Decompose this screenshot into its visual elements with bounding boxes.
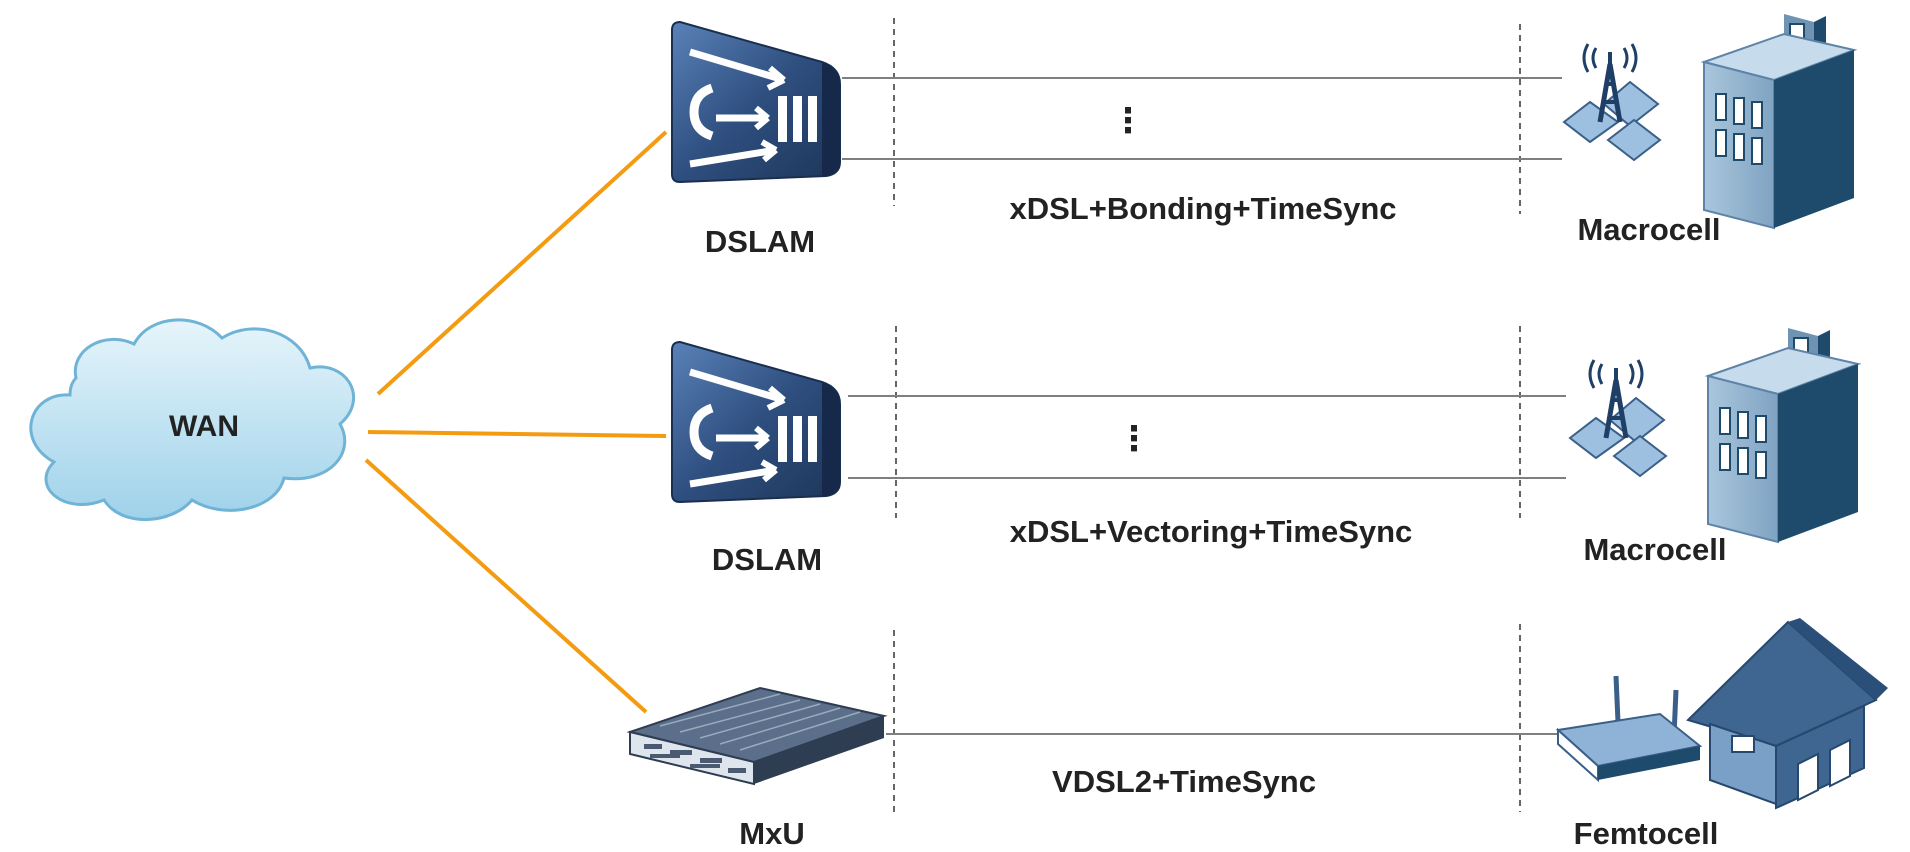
- separator-lines: [893, 18, 1521, 816]
- device-label: MxU: [739, 816, 804, 851]
- link-label: xDSL+Vectoring+TimeSync: [1010, 514, 1413, 549]
- row-3: VDSL2+TimeSync MxU Femtocell: [626, 618, 1888, 851]
- router-icon: [1555, 675, 1703, 783]
- tower-icon: [1570, 360, 1666, 476]
- building-icon: [1703, 13, 1855, 229]
- ellipsis-marker: ⋮: [1117, 420, 1151, 458]
- dslam-icon: [672, 342, 840, 502]
- row-1: ⋮ xDSL+Bonding+TimeSync DSLAM Macrocell: [672, 13, 1855, 259]
- link-label: xDSL+Bonding+TimeSync: [1009, 191, 1396, 226]
- link-label: VDSL2+TimeSync: [1052, 764, 1316, 799]
- wan-link-2: [367, 430, 667, 438]
- device-label: DSLAM: [705, 224, 815, 259]
- device-label: DSLAM: [712, 542, 822, 577]
- endpoint-label: Femtocell: [1574, 816, 1719, 851]
- dslam-icon: [672, 22, 840, 182]
- endpoint-label: Macrocell: [1577, 212, 1720, 247]
- wan-link-1: [376, 130, 668, 396]
- row-2: ⋮ xDSL+Vectoring+TimeSync DSLAM Macrocel…: [672, 327, 1859, 577]
- building-icon: [1707, 327, 1859, 543]
- endpoint-label: Macrocell: [1583, 532, 1726, 567]
- wan-label: WAN: [169, 410, 239, 443]
- ellipsis-marker: ⋮: [1111, 102, 1145, 140]
- wan-link-3: [364, 458, 648, 714]
- house-icon: [1686, 618, 1888, 810]
- mxu-icon: [626, 686, 888, 786]
- cloud-icon: [29, 318, 356, 521]
- tower-icon: [1564, 44, 1660, 160]
